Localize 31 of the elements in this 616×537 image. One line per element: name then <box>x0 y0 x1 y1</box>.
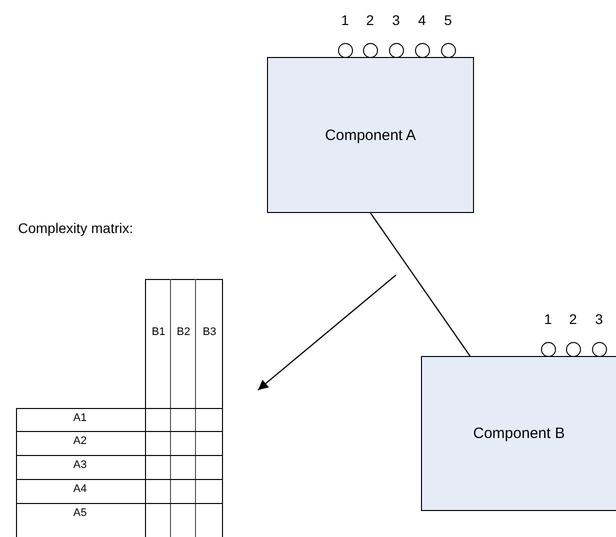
matrix-heading: Complexity matrix: <box>18 220 134 236</box>
pin-number: 1 <box>341 12 349 28</box>
pin-circle <box>414 42 430 58</box>
component-name: Component A <box>325 126 416 144</box>
row-header: A1 <box>73 412 87 424</box>
pin-circle <box>388 42 404 58</box>
connector-line <box>370 212 470 356</box>
pin-number: 1 <box>544 311 552 327</box>
row-header: A4 <box>73 483 87 495</box>
pin-number: 5 <box>444 12 452 28</box>
pin-circle <box>440 42 456 58</box>
column-header: B2 <box>176 326 190 338</box>
pin-number: 4 <box>418 12 426 28</box>
arrow <box>258 274 396 390</box>
row-header: A2 <box>73 435 87 447</box>
pin-circle <box>592 342 606 356</box>
pin-number: 2 <box>366 12 374 28</box>
column-header: B3 <box>202 326 216 338</box>
column-header: B1 <box>152 326 166 338</box>
pin-number: 3 <box>392 12 400 28</box>
row-header: A3 <box>73 459 87 471</box>
row-header: A5 <box>73 507 87 519</box>
component-box <box>267 57 474 213</box>
pin-circle <box>540 342 556 356</box>
pin-number: 2 <box>569 311 577 327</box>
component-name: Component B <box>473 425 565 442</box>
pin-circle <box>338 42 352 58</box>
component-box <box>421 356 616 511</box>
pin-circle <box>362 42 378 58</box>
pin-number: 3 <box>595 311 603 327</box>
pin-circle <box>566 342 580 356</box>
